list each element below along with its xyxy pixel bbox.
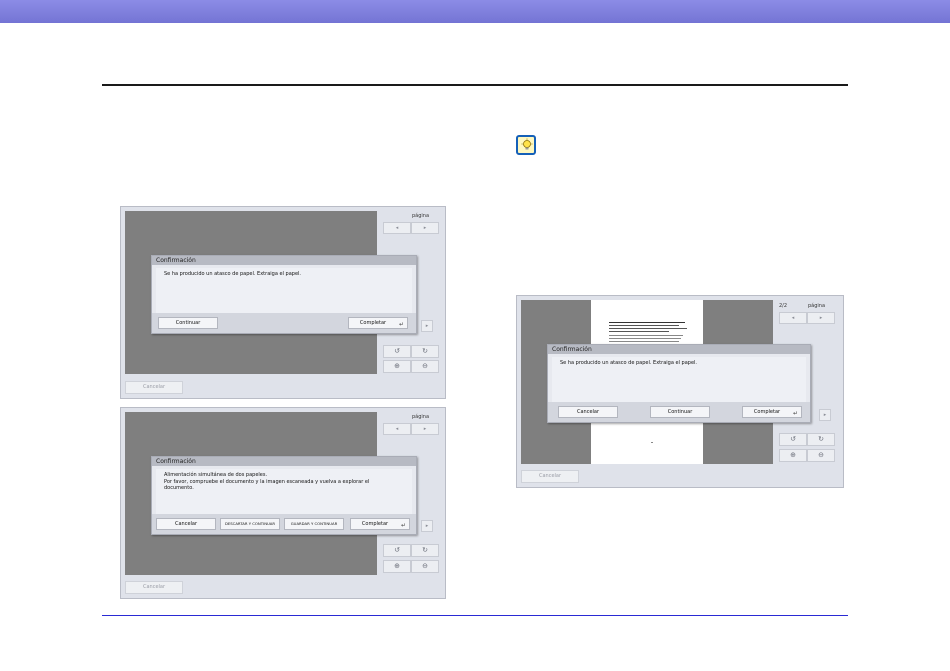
scan-screen-paper-jam-preview: 2/2 página ◂ ▸ ▸ ↺ ↻ ⊕ ⊖ Cancelar Confir…	[516, 295, 844, 488]
confirmation-dialog: Confirmación Se ha producido un atasco d…	[151, 255, 417, 334]
next-page-button[interactable]: ▸	[807, 312, 835, 324]
scan-screen-double-feed: página ◂ ▸ ▸ ↺ ↻ ⊕ ⊖ Cancelar Confirmaci…	[120, 407, 446, 599]
dialog-message-line: Por favor, compruebe el documento y la i…	[164, 478, 370, 485]
dialog-footer: Cancelar Continuar Completar ↵	[548, 402, 810, 422]
continue-button[interactable]: Continuar	[158, 317, 218, 329]
arrow-right-button[interactable]: ▸	[421, 320, 433, 332]
complete-button-label: Completar	[753, 409, 781, 415]
dialog-message: Alimentación simultánea de dos papeles. …	[156, 469, 412, 515]
prev-page-button[interactable]: ◂	[779, 312, 807, 324]
bottom-divider	[102, 615, 848, 616]
cancel-button[interactable]: Cancelar	[558, 406, 618, 418]
complete-button[interactable]: Completar ↵	[348, 317, 408, 329]
next-page-button[interactable]: ▸	[411, 423, 439, 435]
dialog-message: Se ha producido un atasco de papel. Extr…	[156, 268, 412, 314]
rotate-left-button[interactable]: ↺	[383, 345, 411, 358]
zoom-out-button[interactable]: ⊖	[411, 360, 439, 373]
zoom-in-button[interactable]: ⊕	[383, 360, 411, 373]
enter-icon: ↵	[400, 522, 406, 529]
complete-button-label: Completar	[361, 521, 389, 527]
page-label: página	[412, 414, 430, 420]
next-page-button[interactable]: ▸	[411, 222, 439, 234]
cancel-scan-button[interactable]: Cancelar	[125, 581, 183, 594]
top-divider	[102, 84, 848, 86]
scan-screen-paper-jam: página ◂ ▸ ▸ ↺ ↻ ⊕ ⊖ Cancelar Confirmaci…	[120, 206, 446, 399]
zoom-out-button[interactable]: ⊖	[807, 449, 835, 462]
dialog-title: Confirmación	[548, 345, 810, 354]
dialog-message: Se ha producido un atasco de papel. Extr…	[552, 357, 806, 403]
rotate-right-button[interactable]: ↻	[411, 544, 439, 557]
dialog-message-line: Alimentación simultánea de dos papeles.	[164, 472, 268, 478]
complete-button-label: Completar	[359, 320, 387, 326]
dialog-message-line: documento.	[164, 485, 194, 491]
cancel-scan-button[interactable]: Cancelar	[521, 470, 579, 483]
dialog-title: Confirmación	[152, 256, 416, 265]
dialog-message-text: Se ha producido un atasco de papel. Extr…	[560, 360, 697, 366]
dialog-footer: Cancelar DESCARTAR Y CONTINUAR GUARDAR Y…	[152, 514, 416, 534]
save-and-continue-button[interactable]: GUARDAR Y CONTINUAR	[284, 518, 344, 530]
rotate-right-button[interactable]: ↻	[807, 433, 835, 446]
zoom-in-button[interactable]: ⊕	[383, 560, 411, 573]
confirmation-dialog: Confirmación Alimentación simultánea de …	[151, 456, 417, 535]
rotate-left-button[interactable]: ↺	[779, 433, 807, 446]
dialog-footer: Continuar Completar ↵	[152, 313, 416, 333]
complete-button[interactable]: Completar ↵	[742, 406, 802, 418]
page-label: página	[808, 303, 826, 309]
dialog-title: Confirmación	[152, 457, 416, 466]
discard-and-continue-button[interactable]: DESCARTAR Y CONTINUAR	[220, 518, 280, 530]
confirmation-dialog: Confirmación Se ha producido un atasco d…	[547, 344, 811, 423]
lightbulb-icon	[516, 135, 536, 155]
enter-icon: ↵	[398, 321, 404, 328]
complete-button[interactable]: Completar ↵	[350, 518, 410, 530]
zoom-in-button[interactable]: ⊕	[779, 449, 807, 462]
prev-page-button[interactable]: ◂	[383, 423, 411, 435]
page-count: 2/2	[779, 303, 788, 309]
cancel-scan-button[interactable]: Cancelar	[125, 381, 183, 394]
cancel-button[interactable]: Cancelar	[156, 518, 216, 530]
arrow-right-button[interactable]: ▸	[421, 520, 433, 532]
rotate-left-button[interactable]: ↺	[383, 544, 411, 557]
continue-button[interactable]: Continuar	[650, 406, 710, 418]
rotate-right-button[interactable]: ↻	[411, 345, 439, 358]
page-label: página	[412, 213, 430, 219]
enter-icon: ↵	[792, 410, 798, 417]
dialog-message-text: Se ha producido un atasco de papel. Extr…	[164, 271, 301, 277]
zoom-out-button[interactable]: ⊖	[411, 560, 439, 573]
prev-page-button[interactable]: ◂	[383, 222, 411, 234]
top-header-bar	[0, 0, 950, 23]
arrow-right-button[interactable]: ▸	[819, 409, 831, 421]
